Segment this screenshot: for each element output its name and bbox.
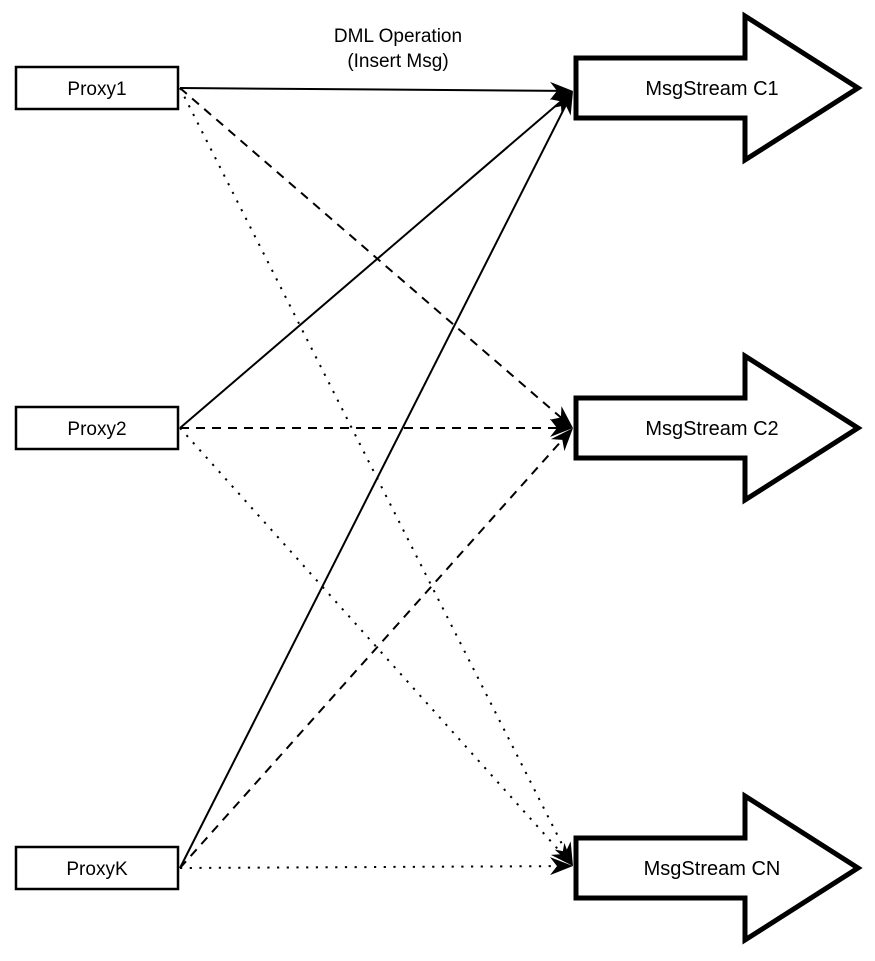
proxy-node-proxyK: ProxyK (14, 845, 180, 891)
annotation-line1: DML Operation (334, 26, 462, 47)
cn-arrow-shape (573, 791, 863, 945)
arrowhead-proxy2-c2 (550, 419, 573, 437)
arrowhead-proxyK-cn (549, 857, 573, 876)
edge-proxyK-c2-dashed (179, 436, 566, 869)
proxy-node-proxy2: Proxy2 (14, 405, 180, 451)
edge-proxy2-c1-solid (179, 98, 565, 429)
msgstream-arrow-cn: MsgStream CN (573, 791, 863, 945)
arrowhead-proxyK-c2 (550, 428, 573, 452)
edge-proxyK-c1-solid (179, 101, 569, 869)
edges-layer (179, 81, 573, 876)
c1-arrow-shape (573, 11, 863, 165)
edge-proxy2-cn-dotted (179, 427, 566, 858)
msgstream-arrow-c1: MsgStream C1 (573, 11, 863, 165)
c2-arrow-shape (573, 351, 863, 505)
c1-label: MsgStream C1 (645, 78, 778, 100)
arrowhead-proxyK-c1 (554, 91, 573, 116)
arrowhead-proxy1-c2 (549, 406, 573, 428)
proxy-node-proxy1: Proxy1 (14, 65, 180, 111)
arrowhead-proxy1-c1 (549, 81, 573, 100)
proxyK-box (14, 845, 180, 891)
cn-label: MsgStream CN (644, 858, 781, 880)
edge-proxyK-cn-dotted (179, 865, 562, 869)
arrowhead-proxy2-cn (550, 842, 573, 866)
proxy1-label: Proxy1 (67, 79, 126, 100)
annotation-line2: (Insert Msg) (347, 51, 448, 72)
edge-proxy1-c2-dashed (179, 87, 565, 421)
proxy2-label: Proxy2 (67, 419, 126, 440)
proxyK-label: ProxyK (66, 859, 128, 880)
msgstream-arrow-c2: MsgStream C2 (573, 351, 863, 505)
c2-label: MsgStream C2 (645, 418, 778, 440)
proxy1-box (14, 65, 180, 111)
edge-proxy1-cn-dotted (179, 87, 569, 856)
proxy2-box (14, 405, 180, 451)
edge-proxy1-c1-solid (179, 87, 562, 92)
